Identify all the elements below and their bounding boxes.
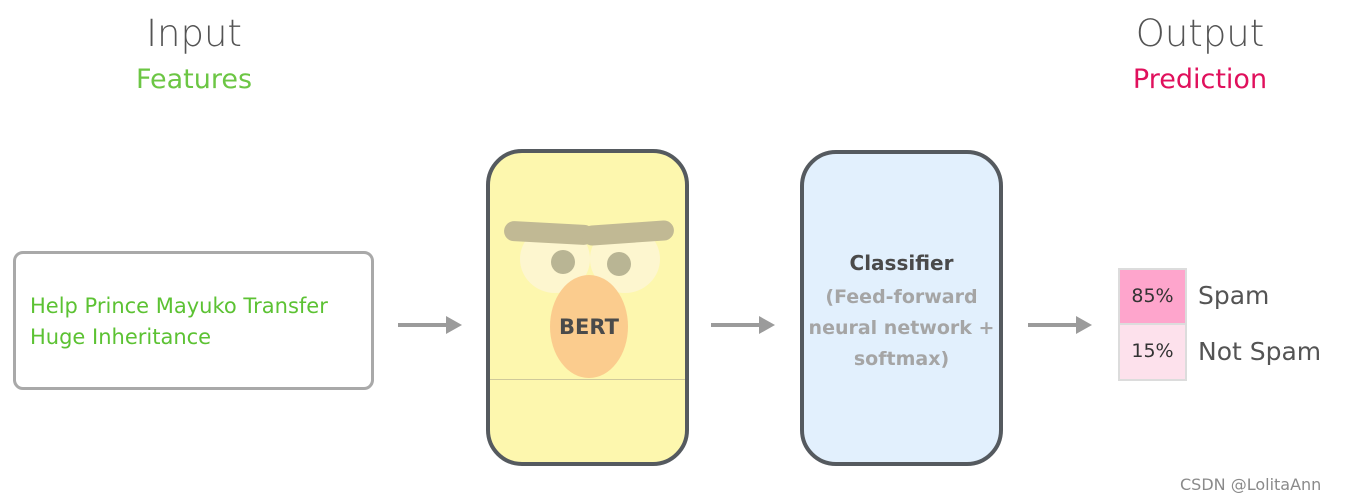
input-text-line-1: Help Prince Mayuko Transfer [30,294,328,318]
input-text-line-2: Huge Inheritance [30,325,212,349]
classifier-description-line-1: (Feed-forward [825,286,978,308]
nose-icon [550,275,628,378]
left-eyebrow-icon [503,220,595,246]
input-text-content: Help Prince Mayuko Transfer Huge Inherit… [30,291,328,353]
spam-probability: 85% [1118,268,1187,325]
input-title: Input [146,12,242,55]
classifier-description: (Feed-forward neural network + softmax) [804,282,999,375]
input-subtitle: Features [135,64,253,95]
output-title: Output [1135,12,1265,55]
arrow-right-icon [711,316,775,334]
spam-label: Spam [1198,281,1270,310]
classifier-description-line-3: softmax) [853,348,950,370]
not-spam-probability: 15% [1118,325,1187,381]
classifier-title: Classifier [849,251,954,275]
arrow-right-icon [1028,316,1092,334]
bert-model-block: BERT [486,149,689,466]
right-eyebrow-icon [581,219,675,247]
right-pupil-icon [607,252,631,276]
classifier-block: Classifier (Feed-forward neural network … [800,150,1003,466]
bert-label: BERT [559,315,619,339]
output-subtitle: Prediction [1132,64,1268,95]
classifier-description-line-2: neural network + [808,317,995,339]
left-pupil-icon [551,250,575,274]
not-spam-label: Not Spam [1198,337,1322,366]
watermark-text: CSDN @LolitaAnn [1180,475,1322,494]
chin-line [490,379,685,380]
arrow-right-icon [398,316,462,334]
input-text-box: Help Prince Mayuko Transfer Huge Inherit… [13,251,374,390]
